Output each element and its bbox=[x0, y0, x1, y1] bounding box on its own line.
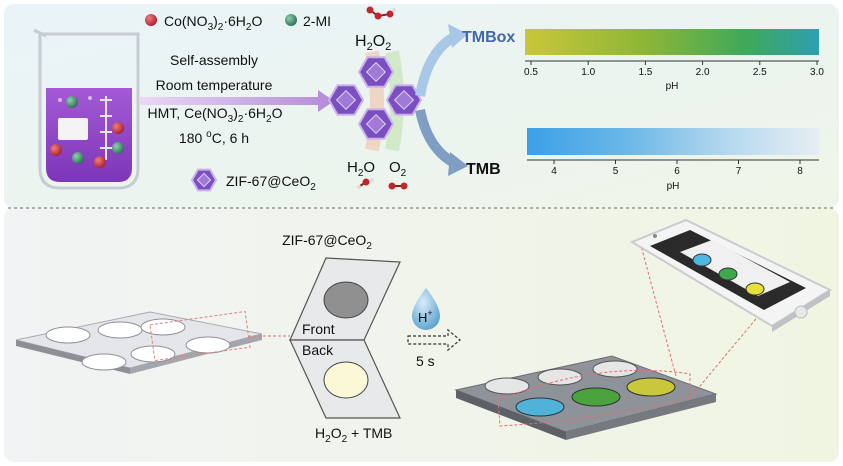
tmbox-arrowhead bbox=[448, 24, 468, 48]
scale-tick-label: 3.0 bbox=[810, 67, 824, 78]
scale-tick-label: 2.5 bbox=[753, 67, 767, 78]
o2-label: O2 bbox=[389, 159, 407, 179]
proton-drop-icon bbox=[412, 288, 440, 330]
co-salt-label: Co(NO3)2·6H2O bbox=[164, 13, 262, 33]
phone-yellow-spot bbox=[745, 282, 765, 296]
test-plate-left bbox=[15, 310, 263, 374]
catalyst-cluster bbox=[327, 56, 423, 140]
chip-green-spot bbox=[571, 387, 621, 407]
front-label: Front bbox=[302, 321, 335, 337]
phone-blue-spot bbox=[692, 253, 712, 267]
catalyst-crystal-facet bbox=[393, 89, 415, 111]
catalyst-legend-label: ZIF-67@CeO2 bbox=[226, 173, 316, 193]
condition-line-3: HMT, Ce(NO3)2·6H2O bbox=[148, 105, 283, 125]
h2o2-label: H2O2 bbox=[355, 33, 391, 53]
condition-line-1: Self-assembly bbox=[170, 52, 258, 68]
smartphone bbox=[629, 218, 833, 332]
scale-tick-label: 1.0 bbox=[581, 67, 595, 78]
scale-tick-label: 4 bbox=[551, 166, 557, 177]
test-plate-right bbox=[454, 355, 718, 440]
scale-tick-label: 1.5 bbox=[638, 67, 652, 78]
reaction-arrow bbox=[407, 328, 461, 352]
tmbox-scale-xlabel: pH bbox=[666, 81, 679, 92]
tmb-scale-ticks: 4 5 6 7 8 bbox=[551, 160, 803, 177]
o2-molecule-icon bbox=[388, 182, 408, 190]
beaker bbox=[33, 28, 140, 190]
scale-tick-label: 0.5 bbox=[524, 67, 538, 78]
catalyst-crystal-facet bbox=[335, 89, 357, 111]
tmb-color-scale bbox=[527, 128, 819, 155]
tmbox-scale-ticks: 0.5 1.0 1.5 2.0 2.5 3.0 bbox=[524, 61, 824, 78]
h2o-molecule-icon bbox=[357, 178, 374, 189]
catalyst-crystal-facet bbox=[365, 113, 387, 135]
h2o-label: H2O bbox=[347, 159, 375, 179]
catalyst-legend-icon bbox=[190, 168, 218, 192]
scale-tick-label: 2.0 bbox=[696, 67, 710, 78]
co-salt-icon bbox=[145, 14, 157, 26]
h2o2-molecule-icon bbox=[366, 6, 396, 20]
scale-tick-label: 6 bbox=[674, 166, 680, 177]
scale-tick-label: 7 bbox=[736, 166, 742, 177]
condition-line-4: 180 oC, 6 h bbox=[179, 129, 249, 146]
synthesis-arrow bbox=[140, 90, 334, 112]
condition-line-2: Room temperature bbox=[156, 77, 273, 93]
chip-yellow-spot bbox=[626, 377, 676, 397]
folded-paper bbox=[289, 257, 401, 419]
tmb-label: TMB bbox=[466, 161, 501, 178]
zoom-line-right-1 bbox=[639, 241, 677, 377]
proton-label: H+ bbox=[418, 308, 433, 325]
tmbox-label: TMBox bbox=[462, 29, 515, 46]
tmb-arrowhead bbox=[448, 152, 468, 176]
catalyst-crystal-facet bbox=[196, 172, 212, 188]
ligand-icon bbox=[285, 14, 297, 26]
ligand-label: 2-MI bbox=[303, 13, 331, 29]
phone-green-spot bbox=[718, 267, 738, 281]
tmb-scale-xlabel: pH bbox=[667, 181, 680, 192]
reaction-time-label: 5 s bbox=[416, 353, 435, 369]
chip-blue-spot bbox=[515, 397, 565, 417]
tmbox-color-scale bbox=[525, 29, 819, 55]
back-label: Back bbox=[302, 342, 334, 358]
catalyst-paper-label: ZIF-67@CeO2 bbox=[282, 232, 372, 252]
scale-tick-label: 5 bbox=[613, 166, 619, 177]
scale-tick-label: 8 bbox=[797, 166, 803, 177]
reagent-label: H2O2 + TMB bbox=[315, 425, 392, 445]
catalyst-crystal-facet bbox=[365, 61, 387, 83]
